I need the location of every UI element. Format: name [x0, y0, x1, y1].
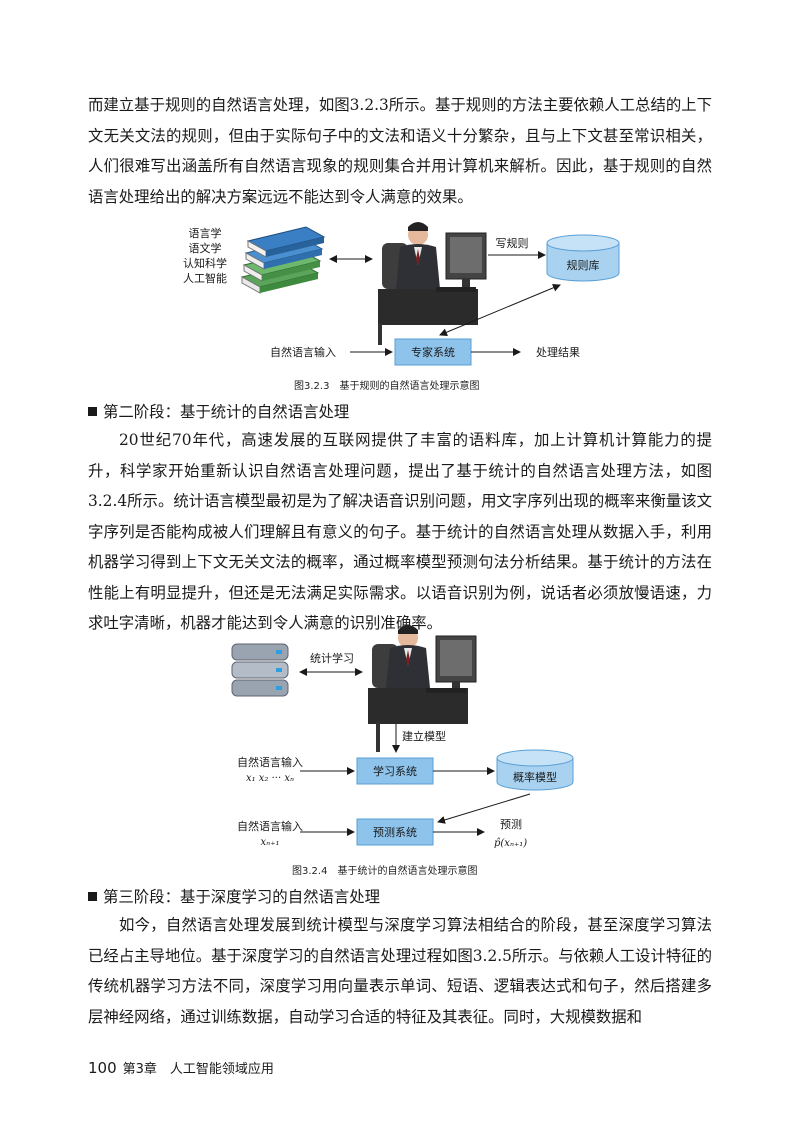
- learning-system-label: 学习系统: [373, 764, 417, 778]
- input1-label: 自然语言输入: [237, 755, 303, 769]
- person-at-computer-icon: [368, 625, 477, 752]
- probability-model-label: 概率模型: [513, 770, 557, 784]
- page-footer: 100 第3章 人工智能领域应用: [88, 1058, 274, 1077]
- input2-sequence: xₙ₊₁: [261, 837, 280, 848]
- stat-learning-label: 统计学习: [310, 651, 354, 665]
- stage3-heading: 第三阶段：基于深度学习的自然语言处理: [88, 885, 380, 909]
- input1-sequence: x₁ x₂ ··· xₙ: [246, 773, 294, 784]
- probability-model-icon: [496, 749, 574, 791]
- figure-statistical-diagram: 统计学习 建立模型 自然语言输入 x₁ x₂ ··· xₙ 学习系统 概率模型 …: [231, 625, 574, 849]
- learning-system-box: [356, 757, 434, 785]
- processing-result-label: 处理结果: [536, 346, 580, 359]
- model-to-predict-arrow: [437, 793, 531, 824]
- stage2-heading-text: 第二阶段：基于统计的自然语言处理: [103, 403, 350, 421]
- page-number: 100: [88, 1059, 117, 1077]
- expert-system-label: 专家系统: [411, 345, 455, 359]
- knowledge-line-4: 人工智能: [183, 271, 227, 285]
- rule-database-label: 规则库: [567, 258, 600, 272]
- data-server-icon: [231, 643, 289, 697]
- chapter-title: 第3章 人工智能领域应用: [122, 1062, 274, 1077]
- predict-label: 预测: [500, 818, 522, 831]
- predict-system-label: 预测系统: [373, 826, 417, 839]
- rule-database-icon: [546, 234, 620, 282]
- expert-system-box: [394, 338, 472, 366]
- input2-label: 自然语言输入: [237, 819, 303, 833]
- knowledge-line-1: 语言学: [189, 226, 222, 240]
- knowledge-line-2: 语文学: [189, 241, 222, 255]
- square-bullet-icon: [88, 407, 97, 416]
- square-bullet-icon: [88, 892, 97, 901]
- stage2-heading: 第二阶段：基于统计的自然语言处理: [88, 400, 349, 424]
- person-at-computer-icon: [378, 222, 487, 345]
- knowledge-line-3: 认知科学: [183, 256, 227, 270]
- figure1-caption: 图3.2.3 基于规则的自然语言处理示意图: [294, 381, 480, 392]
- figure2-caption: 图3.2.4 基于统计的自然语言处理示意图: [292, 866, 478, 877]
- figure-rule-based-diagram: 语言学 语文学 认知科学 人工智能 写规则: [183, 222, 620, 366]
- books-icon: [240, 226, 326, 294]
- intro-paragraph: 而建立基于规则的自然语言处理，如图3.2.3所示。基于规则的方法主要依赖人工总结…: [88, 96, 713, 206]
- stage3-heading-text: 第三阶段：基于深度学习的自然语言处理: [103, 888, 381, 906]
- natural-language-input-label: 自然语言输入: [270, 345, 336, 359]
- build-model-label: 建立模型: [402, 729, 446, 743]
- predict-formula: p̂(xₙ₊₁): [494, 838, 527, 849]
- db-expert-arrow: [439, 284, 561, 336]
- stage2-paragraph: 20世纪70年代，高速发展的互联网提供了丰富的语料库，加上计算机计算能力的提升，…: [88, 431, 713, 632]
- stage3-paragraph: 如今，自然语言处理发展到统计模型与深度学习算法相结合的阶段，甚至深度学习算法已经…: [88, 916, 713, 1026]
- write-rules-label: 写规则: [496, 236, 529, 250]
